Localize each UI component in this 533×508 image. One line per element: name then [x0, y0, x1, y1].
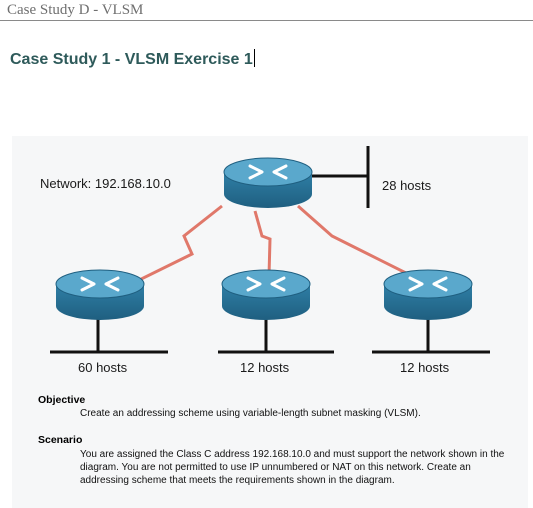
- serial-link-right: [297, 204, 413, 278]
- text-cursor: [253, 49, 255, 67]
- router-right-icon: [383, 269, 473, 320]
- document-header: Case Study D - VLSM: [0, 0, 533, 21]
- router-left-icon: [55, 269, 145, 320]
- page-title[interactable]: Case Study 1 - VLSM Exercise 1: [10, 49, 255, 69]
- objective-text: Create an addressing scheme using variab…: [80, 408, 421, 419]
- left-hosts-label: 60 hosts: [78, 360, 128, 375]
- router-middle-icon: [221, 269, 311, 320]
- middle-hosts-label: 12 hosts: [240, 360, 290, 375]
- document-header-text: Case Study D - VLSM: [7, 2, 144, 18]
- top-hosts-label: 28 hosts: [382, 178, 432, 193]
- network-address-label: Network: 192.168.10.0: [40, 176, 171, 191]
- right-hosts-label: 12 hosts: [400, 360, 450, 375]
- router-top-icon: [223, 157, 313, 208]
- network-diagram-figure: Network: 192.168.10.0 28 hosts 60 hosts …: [12, 136, 528, 508]
- scenario-heading: Scenario: [38, 434, 83, 446]
- scenario-text: You are assigned the Class C address 192…: [80, 449, 505, 486]
- serial-link-middle: [253, 210, 272, 277]
- page-title-text: Case Study 1 - VLSM Exercise 1: [10, 51, 253, 68]
- network-diagram: [50, 146, 490, 354]
- objective-heading: Objective: [38, 394, 86, 406]
- serial-link-left: [126, 204, 223, 288]
